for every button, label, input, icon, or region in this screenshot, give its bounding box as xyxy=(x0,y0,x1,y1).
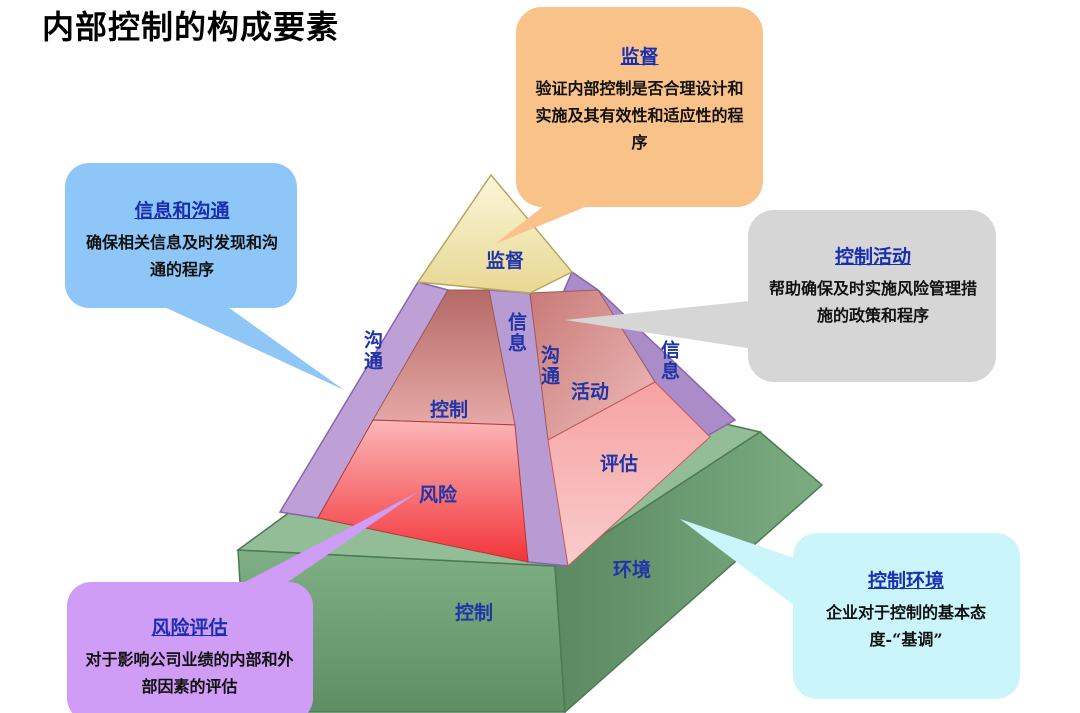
label-base-environment: 环境 xyxy=(613,559,652,581)
pyramid-top xyxy=(416,173,574,294)
callout-risk-assessment xyxy=(67,492,418,713)
label-left-band-communication: 沟通 xyxy=(361,330,383,372)
callout-control-environment-text: 控制环境 企业对于控制的基本态度-“基调” xyxy=(806,566,1006,653)
callout-information-text: 信息和沟通 确保相关信息及时发现和沟通的程序 xyxy=(82,196,282,283)
label-right-band-information: 信息 xyxy=(658,340,680,382)
label-base-control: 控制 xyxy=(455,602,494,624)
callout-monitoring xyxy=(495,7,763,244)
callout-risk-assessment-text: 风险评估 对于影响公司业绩的内部和外部因素的评估 xyxy=(82,613,297,700)
risk-side-face xyxy=(547,381,711,567)
callout-control-activities-text: 控制活动 帮助确保及时实施风险管理措施的政策和程序 xyxy=(768,242,978,329)
callout-information xyxy=(65,163,344,390)
callout-risk-assessment-desc: 对于影响公司业绩的内部和外部因素的评估 xyxy=(85,650,294,696)
callout-control-environment xyxy=(680,519,1020,699)
label-center-band-information: 信息 xyxy=(505,312,527,354)
callout-risk-assessment-title[interactable]: 风险评估 xyxy=(151,617,228,639)
callout-information-desc: 确保相关信息及时发现和沟通的程序 xyxy=(85,233,278,279)
callout-control-environment-title[interactable]: 控制环境 xyxy=(867,570,944,592)
label-risk: 风险 xyxy=(419,484,458,506)
callout-control-activities-title[interactable]: 控制活动 xyxy=(834,246,911,268)
callout-control-activities-desc: 帮助确保及时实施风险管理措施的政策和程序 xyxy=(768,279,977,325)
label-center-band-communication: 沟通 xyxy=(538,345,560,387)
callout-control-environment-desc: 企业对于控制的基本态度-“基调” xyxy=(825,603,986,649)
label-top-monitoring: 监督 xyxy=(486,250,525,272)
callout-monitoring-text: 监督 验证内部控制是否合理设计和实施及其有效性和适应性的程序 xyxy=(532,42,747,156)
label-assessment: 评估 xyxy=(600,453,639,475)
page-title: 内部控制的构成要素 xyxy=(42,8,340,46)
callout-monitoring-title[interactable]: 监督 xyxy=(620,46,659,68)
label-control: 控制 xyxy=(430,399,469,421)
callout-information-title[interactable]: 信息和沟通 xyxy=(134,200,230,222)
label-activities: 活动 xyxy=(571,381,610,403)
callout-monitoring-desc: 验证内部控制是否合理设计和实施及其有效性和适应性的程序 xyxy=(535,79,744,152)
risk-front-face xyxy=(317,419,529,563)
callout-control-activities xyxy=(565,210,996,382)
